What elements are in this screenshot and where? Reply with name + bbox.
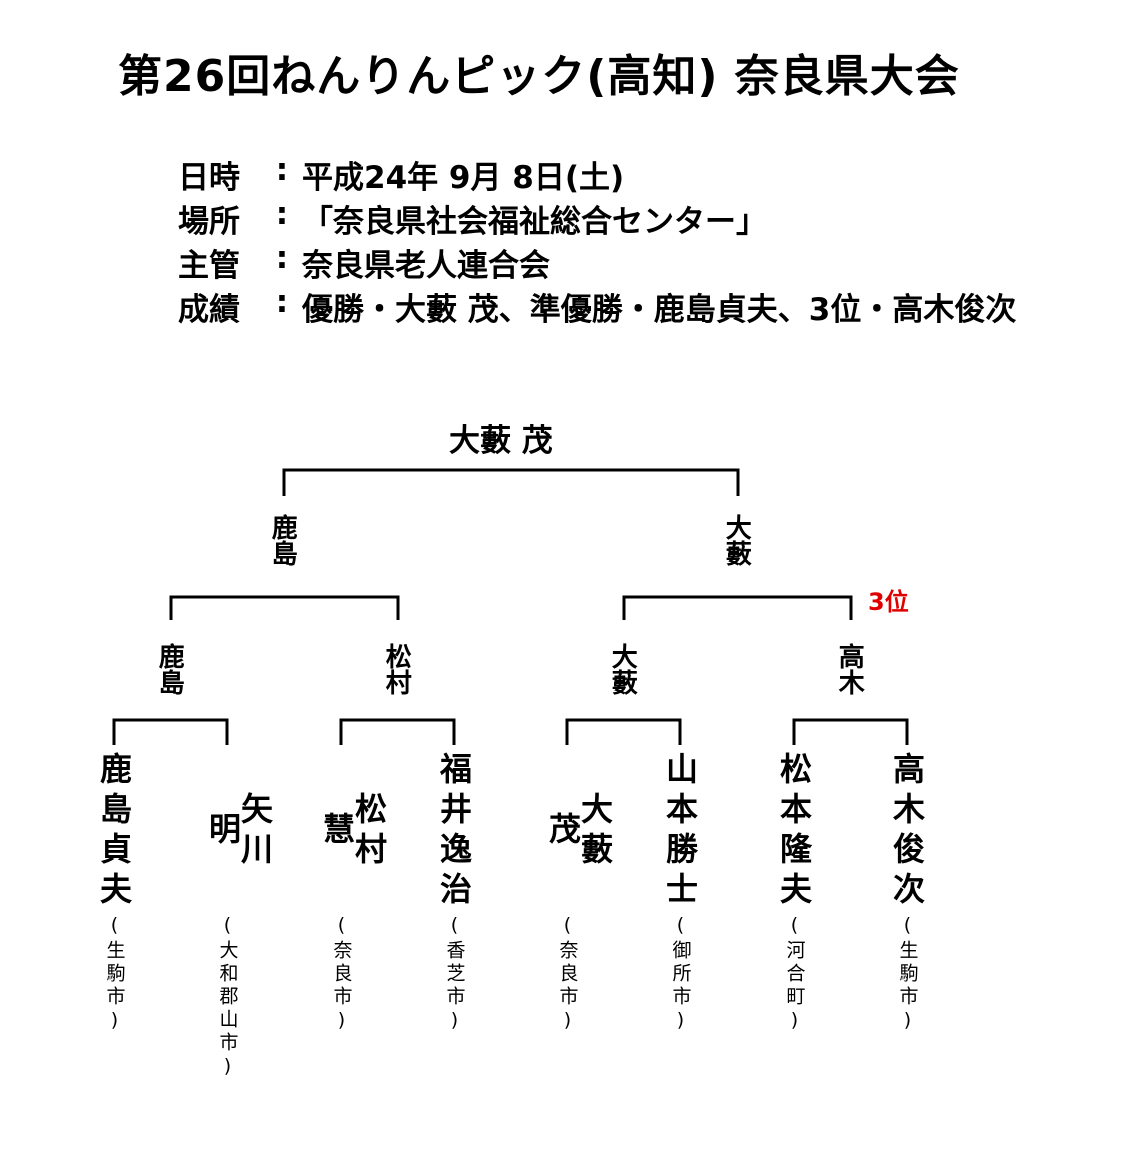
info-label: 日時 xyxy=(178,160,240,196)
player-entry: 高木俊次 (生駒市) xyxy=(887,752,927,1035)
player-name: 矢川 明 xyxy=(204,792,274,872)
player-city: (生駒市) xyxy=(103,914,126,1035)
bracket-line-r1-2 xyxy=(339,718,456,745)
info-separator: : xyxy=(275,196,289,232)
champion-name: 大藪 茂 xyxy=(449,423,553,459)
player-name: 鹿島貞夫 xyxy=(95,752,133,912)
player-city: (大和郡山市) xyxy=(216,914,239,1081)
player-entry: 松村 慧 (奈良市) xyxy=(318,752,388,1035)
bracket-line-final xyxy=(282,468,740,496)
player-city: (生駒市) xyxy=(896,914,919,1035)
final-right-name: 大藪 xyxy=(721,514,752,566)
info-separator: : xyxy=(275,284,289,320)
player-name: 福井逸治 xyxy=(435,752,473,912)
player-name: 山本勝士 xyxy=(661,752,699,912)
player-name: 大藪 茂 xyxy=(544,792,614,872)
player-name: 松村 慧 xyxy=(318,792,388,872)
final-left-name: 鹿島 xyxy=(267,514,298,566)
page-title: 第26回ねんりんピック(高知) 奈良県大会 xyxy=(118,51,960,102)
info-separator: : xyxy=(275,240,289,276)
player-city: (御所市) xyxy=(669,914,692,1035)
info-value: 奈良県老人連合会 xyxy=(302,248,550,284)
event-info: 日時 : 平成24年 9月 8日(土) 場所 : 「奈良県社会福祉総合センター」… xyxy=(178,152,1016,328)
info-value: 「奈良県社会福祉総合センター」 xyxy=(302,204,767,240)
player-city: (香芝市) xyxy=(443,914,466,1035)
semifinal-name-2: 松村 xyxy=(381,643,412,695)
bracket-line-semi-left xyxy=(169,595,400,620)
info-label: 成績 xyxy=(178,292,240,328)
semifinal-name-1: 鹿島 xyxy=(154,643,185,695)
player-entry: 大藪 茂 (奈良市) xyxy=(544,752,614,1035)
info-separator: : xyxy=(275,152,289,188)
player-name: 松本隆夫 xyxy=(775,752,813,912)
bracket-line-r1-4 xyxy=(792,718,909,745)
player-entry: 矢川 明 (大和郡山市) xyxy=(204,752,274,1081)
info-row-venue: 場所 : 「奈良県社会福祉総合センター」 xyxy=(178,196,1016,240)
info-label: 主管 xyxy=(178,248,240,284)
info-value: 優勝・大藪 茂、準優勝・鹿島貞夫、3位・高木俊次 xyxy=(302,292,1017,328)
semifinal-name-4: 高木 xyxy=(834,643,865,695)
info-value: 平成24年 9月 8日(土) xyxy=(302,160,625,196)
player-entry: 鹿島貞夫 (生駒市) xyxy=(94,752,134,1035)
player-city: (奈良市) xyxy=(330,914,353,1035)
player-city: (奈良市) xyxy=(556,914,579,1035)
bracket-line-r1-1 xyxy=(112,718,229,745)
player-entry: 福井逸治 (香芝市) xyxy=(434,752,474,1035)
player-entry: 山本勝士 (御所市) xyxy=(660,752,700,1035)
info-row-results: 成績 : 優勝・大藪 茂、準優勝・鹿島貞夫、3位・高木俊次 xyxy=(178,284,1016,328)
info-label: 場所 xyxy=(178,204,240,240)
bracket-line-semi-right xyxy=(622,595,853,620)
player-city: (河合町) xyxy=(783,914,806,1035)
third-place-label: 3位 xyxy=(868,588,909,616)
info-row-datetime: 日時 : 平成24年 9月 8日(土) xyxy=(178,152,1016,196)
player-name: 高木俊次 xyxy=(888,752,926,912)
info-row-organizer: 主管 : 奈良県老人連合会 xyxy=(178,240,1016,284)
bracket-line-r1-3 xyxy=(565,718,682,745)
semifinal-name-3: 大藪 xyxy=(607,643,638,695)
player-entry: 松本隆夫 (河合町) xyxy=(774,752,814,1035)
